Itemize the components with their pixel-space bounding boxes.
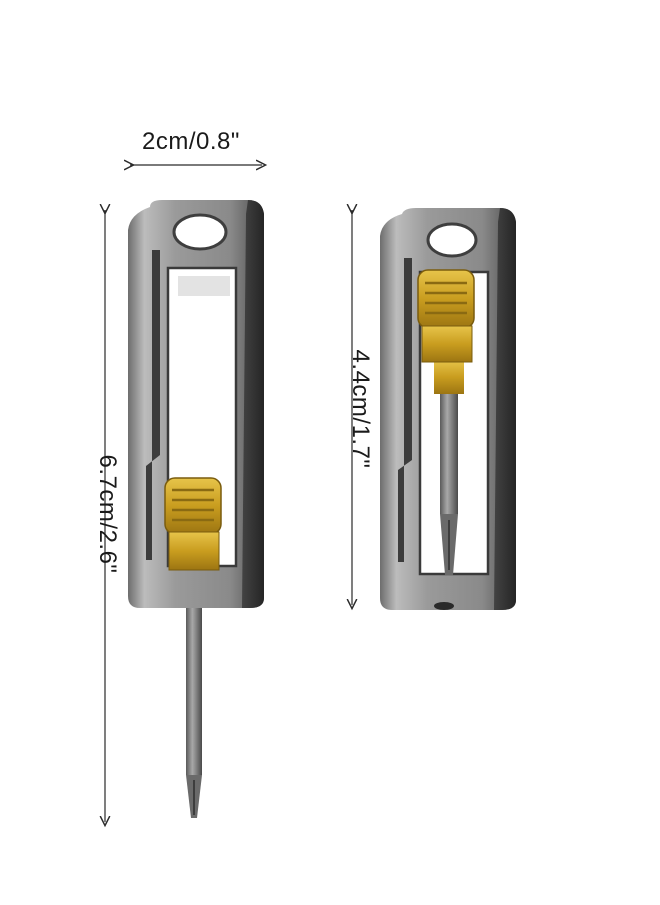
keyring-hole [172, 213, 228, 251]
screwdriver-bit [186, 600, 202, 818]
keyring-hole [426, 222, 478, 258]
stored-screwdriver-bit [434, 360, 464, 575]
left-height-label: 6.7cm/2.6" [94, 454, 121, 574]
brass-slider-knob [417, 269, 475, 363]
brass-slider-knob [164, 477, 222, 571]
width-label: 2cm/0.8" [142, 128, 240, 155]
retracted-tool [380, 208, 516, 610]
right-height-label: 4.4cm/1.7" [347, 349, 374, 469]
extended-tool [128, 200, 264, 818]
bottom-bit-hole [434, 602, 454, 610]
